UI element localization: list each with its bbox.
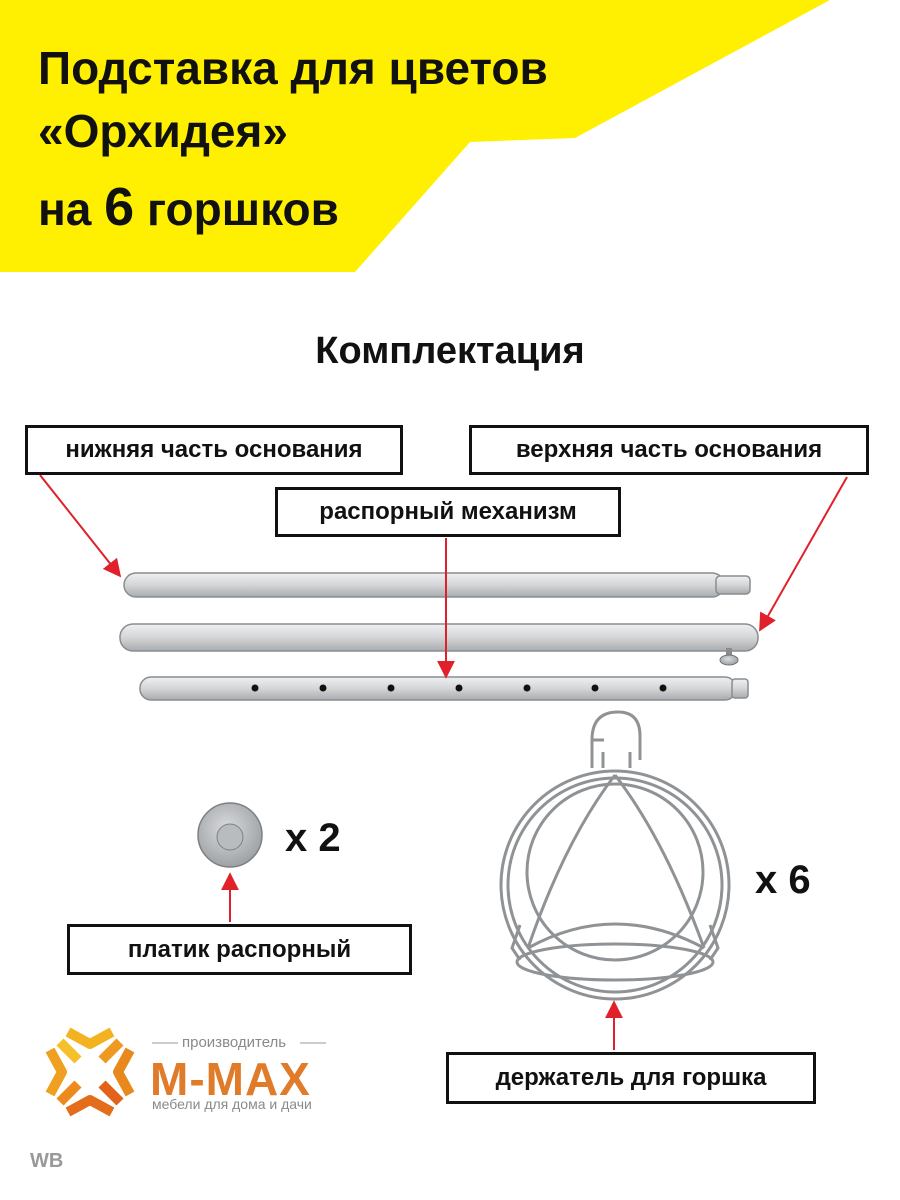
spacer-mechanism-tube (139, 676, 749, 701)
title-line-1: Подставка для цветов (38, 42, 548, 94)
label-lower-base: нижняя часть основания (25, 425, 403, 475)
m-max-logo-icon (45, 1027, 135, 1117)
spacer-pad-image (197, 802, 263, 868)
logo-tagline: мебели для дома и дачи (152, 1096, 312, 1112)
title-prefix: на (38, 183, 92, 235)
logo-subtitle: производитель (182, 1034, 287, 1051)
quantity-holders: x 6 (755, 858, 811, 902)
logo-brand: M-MAX (150, 1053, 311, 1105)
title-line-3: на 6 горшков (38, 180, 339, 234)
label-upper-base: верхняя часть основания (469, 425, 869, 475)
pointer-arrows (39, 474, 848, 1050)
label-spacer-pad: платик распорный (67, 924, 412, 975)
title-suffix: горшков (146, 183, 339, 235)
watermark: WB (30, 1150, 64, 1172)
upper-base-tube (119, 623, 759, 666)
title-number: 6 (104, 177, 135, 237)
label-spacer-mechanism: распорный механизм (275, 487, 621, 537)
label-pot-holder: держатель для горшка (446, 1052, 816, 1104)
lower-base-tube (123, 572, 751, 598)
quantity-pads: x 2 (285, 816, 341, 860)
pot-holder-image (499, 710, 731, 1001)
yellow-banner (0, 0, 830, 272)
section-heading: Комплектация (315, 330, 585, 372)
title-line-2: «Орхидея» (38, 105, 288, 157)
